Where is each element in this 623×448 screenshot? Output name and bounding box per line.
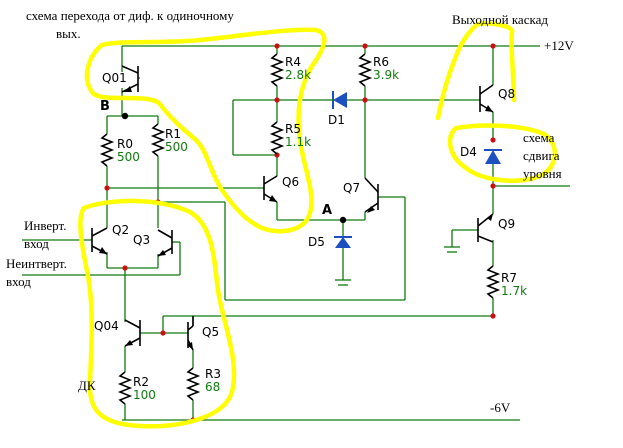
resistor-r0 (99, 133, 115, 167)
vminus-label: -6V (490, 400, 511, 415)
level-shift-line2: сдвига (523, 148, 560, 163)
d1-label: D1 (328, 113, 345, 127)
q01-label: Q01 (102, 71, 127, 85)
outline-level-shift (447, 123, 557, 183)
q2-label: Q2 (112, 223, 129, 237)
inv-input-line2: вход (24, 236, 49, 251)
r6-value: 3.9k (373, 68, 399, 82)
r2-name: R2 (133, 375, 149, 389)
transistor-q8 (479, 84, 494, 113)
r7-value: 1.7k (501, 284, 527, 298)
r7-name: R7 (501, 271, 517, 285)
inv-input-line1: Инверт. (24, 218, 66, 233)
d4-label: D4 (460, 145, 477, 159)
transistor-q01 (121, 65, 139, 93)
node-a-label: A (322, 203, 332, 218)
r4-name: R4 (285, 55, 301, 69)
node-a-dot (339, 216, 347, 224)
resistor-r7 (485, 265, 501, 299)
transistor-q2 (91, 227, 108, 255)
r0-name: R0 (117, 137, 133, 151)
resistor-r3 (185, 367, 201, 401)
level-shift-line1: схема (523, 130, 555, 145)
transistor-q5 (187, 316, 194, 351)
outline-output-stage (435, 21, 517, 121)
r5-name: R5 (285, 122, 301, 136)
wires (22, 46, 570, 420)
resistor-r6 (357, 53, 373, 87)
noninv-input-line1: Неинтверт. (6, 256, 67, 271)
transistor-q6 (263, 175, 278, 203)
resistor-r5 (269, 121, 285, 155)
outline-diff-pair (78, 198, 237, 429)
r2-value: 100 (133, 388, 156, 402)
transistor-q3 (157, 229, 173, 257)
highlight-outlines (78, 21, 557, 429)
vplus-label: +12V (544, 38, 574, 53)
outline-converter (84, 27, 327, 234)
diode-d4 (484, 149, 502, 164)
r3-value: 68 (205, 380, 220, 394)
q7-label: Q7 (343, 181, 360, 195)
node-b-dot (121, 112, 129, 120)
r6-name: R6 (373, 55, 389, 69)
noninv-input-line2: вход (6, 274, 31, 289)
r1-value: 500 (165, 140, 188, 154)
annotation-labels: схема перехода от диф. к одиночному вых.… (6, 8, 574, 415)
q9-label: Q9 (498, 217, 515, 231)
q8-label: Q8 (498, 87, 515, 101)
resistor-r2 (117, 371, 133, 405)
r0-value: 500 (117, 150, 140, 164)
diode-d5 (334, 236, 352, 254)
node-b-label: B (100, 99, 110, 114)
diode-d1 (327, 91, 347, 109)
d5-label: D5 (308, 235, 325, 249)
r4-value: 2.8k (285, 68, 311, 82)
component-labels: Q01 Q2 Q3 Q04 Q5 Q6 Q7 Q8 Q9 R0 500 R1 5… (94, 55, 527, 402)
q3-label: Q3 (133, 233, 150, 247)
transistor-q04 (124, 319, 141, 347)
level-shift-line3: уровня (523, 166, 562, 181)
r3-name: R3 (205, 367, 221, 381)
transistor-q7 (364, 177, 379, 220)
output-stage-label: Выходной каскад (452, 12, 548, 27)
q5-label: Q5 (202, 325, 219, 339)
title-line1: схема перехода от диф. к одиночному (26, 8, 234, 23)
resistor-r1 (150, 123, 166, 157)
title-line2: вых. (56, 26, 81, 41)
q04-label: Q04 (94, 319, 119, 333)
dk-label: ДК (78, 378, 96, 393)
resistor-r4 (269, 53, 285, 87)
q6-label: Q6 (282, 175, 299, 189)
r1-name: R1 (165, 127, 181, 141)
r5-value: 1.1k (285, 135, 311, 149)
transistor-q9 (477, 213, 494, 243)
